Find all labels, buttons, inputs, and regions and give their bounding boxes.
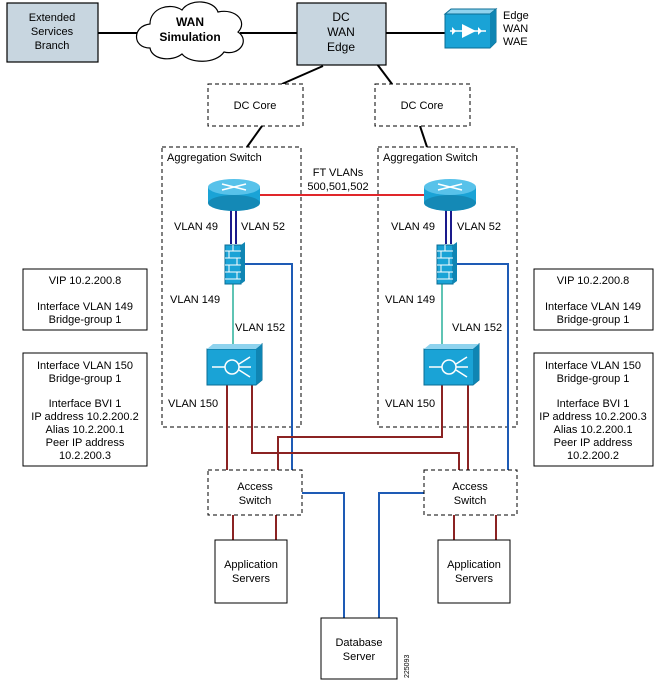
dc-core-left: DC Core [207,83,304,127]
load-balancer-icon [206,342,263,386]
agg-right-links [277,210,509,470]
svg-text:Switch: Switch [454,495,486,507]
dc-wan-edge-label-2: WAN [327,25,355,39]
svg-text:Interface VLAN 149: Interface VLAN 149 [545,301,641,313]
firewall-icon [436,242,457,285]
svg-text:Bridge-group 1: Bridge-group 1 [49,373,122,385]
svg-text:Access: Access [452,481,488,493]
svg-text:Bridge-group 1: Bridge-group 1 [557,373,630,385]
vlan-52-right: VLAN 52 [457,221,501,233]
svg-text:IP address 10.2.200.2: IP address 10.2.200.2 [31,411,138,423]
svg-text:Database: Database [335,637,382,649]
dc-core-right: DC Core [374,83,471,127]
edge-wae-label-2: WAN [503,23,528,35]
app-servers-left: Application Servers [214,539,288,604]
edge-wae-node: Edge WAN WAE [443,7,529,49]
svg-text:Switch: Switch [239,495,271,507]
aggregation-right: Aggregation Switch [377,146,518,428]
router-left [208,179,260,211]
svg-text:Server: Server [343,651,376,663]
wan-sim-label-2: Simulation [159,30,220,44]
info-box-right-top: VIP 10.2.200.8 Interface VLAN 149 Bridge… [533,268,654,331]
ft-vlans-label-1: FT VLANs [313,167,364,179]
svg-text:Application: Application [447,559,501,571]
figure-id: 225093 [404,655,411,678]
dc-core-right-label: DC Core [401,100,444,112]
ace-right [423,342,480,386]
dc-wan-edge-label-1: DC [332,10,350,24]
vlan-150-right: VLAN 150 [385,398,435,410]
load-balancer-icon [423,342,480,386]
vlan-152-right: VLAN 152 [452,322,502,334]
database-server: Database Server [320,617,398,680]
access-links [232,492,497,618]
edge-wae-label-3: WAE [503,36,528,48]
svg-text:Interface VLAN 150: Interface VLAN 150 [37,360,133,372]
svg-text:10.2.200.3: 10.2.200.3 [59,450,111,462]
svg-text:VIP 10.2.200.8: VIP 10.2.200.8 [49,275,122,287]
cloud-icon [135,1,244,62]
dc-core-left-label: DC Core [234,100,277,112]
svg-text:IP address 10.2.200.3: IP address 10.2.200.3 [539,411,646,423]
firewall-right [436,242,457,285]
vlan-49-left: VLAN 49 [174,221,218,233]
svg-text:Servers: Servers [455,573,493,585]
info-box-left-top: VIP 10.2.200.8 Interface VLAN 149 Bridge… [22,268,148,331]
svg-text:Application: Application [224,559,278,571]
ace-left [206,342,263,386]
access-switch-right: Access Switch [423,469,518,516]
svg-text:Interface BVI 1: Interface BVI 1 [49,398,122,410]
branch-label-2: Services [31,26,74,38]
svg-text:Bridge-group 1: Bridge-group 1 [49,314,122,326]
svg-text:Alias 10.2.200.1: Alias 10.2.200.1 [554,424,633,436]
ft-vlans-label-2: 500,501,502 [307,181,368,193]
branch-label-1: Extended [29,12,75,24]
svg-text:Interface BVI 1: Interface BVI 1 [557,398,630,410]
dc-wan-edge-node: DC WAN Edge [296,2,387,66]
info-box-left-bottom: Interface VLAN 150 Bridge-group 1 Interf… [22,352,148,467]
wan-sim-label-1: WAN [176,15,204,29]
branch-node: Extended Services Branch [6,2,99,63]
router-icon [424,179,476,211]
vlan-149-left: VLAN 149 [170,294,220,306]
svg-text:Interface VLAN 150: Interface VLAN 150 [545,360,641,372]
svg-text:Alias 10.2.200.1: Alias 10.2.200.1 [46,424,125,436]
aggregation-right-label: Aggregation Switch [383,152,478,164]
svg-text:Servers: Servers [232,573,270,585]
svg-text:Peer IP address: Peer IP address [46,437,125,449]
router-icon [208,179,260,211]
vlan-49-right: VLAN 49 [391,221,435,233]
agg-left-links [226,210,460,470]
vlan-152-left: VLAN 152 [235,322,285,334]
svg-text:Access: Access [237,481,273,493]
firewall-icon [224,242,245,285]
svg-text:VIP 10.2.200.8: VIP 10.2.200.8 [557,275,630,287]
svg-text:Bridge-group 1: Bridge-group 1 [557,314,630,326]
vlan-150-left: VLAN 150 [168,398,218,410]
vlan-labels-right: VLAN 49 VLAN 52 VLAN 149 VLAN 152 VLAN 1… [385,221,502,410]
wan-simulation-cloud: WAN Simulation [135,1,244,62]
wae-icon [443,7,498,49]
info-box-right-bottom: Interface VLAN 150 Bridge-group 1 Interf… [533,352,654,467]
svg-text:Interface VLAN 149: Interface VLAN 149 [37,301,133,313]
app-servers-right: Application Servers [437,539,511,604]
access-switch-left: Access Switch [207,469,303,516]
vlan-labels-left: VLAN 49 VLAN 52 VLAN 149 VLAN 152 VLAN 1… [168,221,285,410]
edge-wae-label-1: Edge [503,10,529,22]
router-right [424,179,476,211]
vlan-52-left: VLAN 52 [241,221,285,233]
dc-wan-edge-label-3: Edge [327,40,355,54]
vlan-149-right: VLAN 149 [385,294,435,306]
ft-vlan-link: FT VLANs 500,501,502 [236,167,446,196]
svg-text:Peer IP address: Peer IP address [554,437,633,449]
firewall-left [224,242,245,285]
svg-text:10.2.200.2: 10.2.200.2 [567,450,619,462]
aggregation-left-label: Aggregation Switch [167,152,262,164]
aggregation-left: Aggregation Switch [161,146,302,428]
branch-label-3: Branch [35,40,70,52]
